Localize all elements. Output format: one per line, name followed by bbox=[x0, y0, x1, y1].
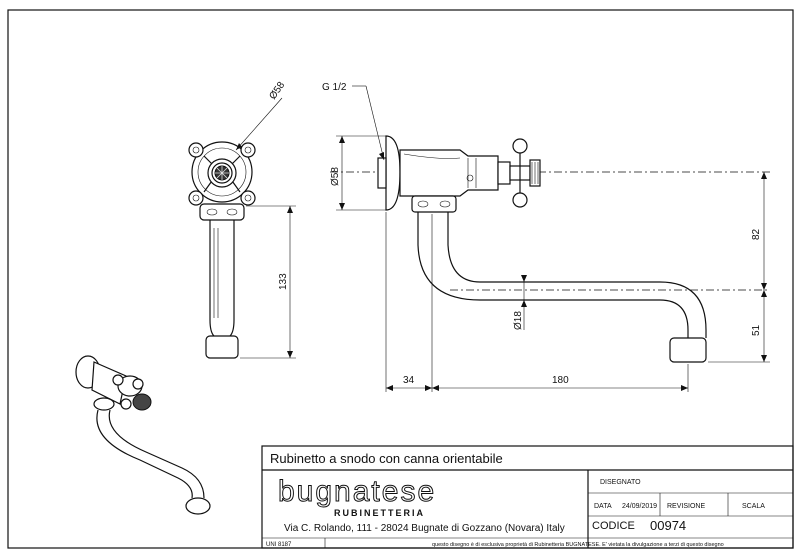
dim-front-diameter: Ø58 bbox=[267, 80, 287, 102]
brand-subtitle: RUBINETTERIA bbox=[334, 508, 425, 518]
dim-front-height: 133 bbox=[278, 273, 289, 290]
scala-label: SCALA bbox=[742, 503, 765, 510]
dim-thread: G 1/2 bbox=[322, 82, 347, 93]
dim-height-upper: 82 bbox=[751, 228, 762, 240]
drawing-title: Rubinetto a snodo con canna orientabile bbox=[270, 451, 503, 466]
codice-value: 00974 bbox=[650, 518, 686, 533]
front-view: Ø58 133 bbox=[188, 80, 296, 359]
dim-height-lower: 51 bbox=[751, 324, 762, 336]
sheet-border bbox=[7, 9, 794, 549]
isometric-view bbox=[75, 355, 211, 515]
dim-offset-left: 34 bbox=[403, 375, 415, 386]
revisione-label: REVISIONE bbox=[667, 503, 705, 510]
side-view: Ø18 G 1/2 Ø58 34 180 82 51 bbox=[322, 82, 770, 392]
data-value: 24/09/2019 bbox=[622, 503, 657, 510]
uni-label: UNI 8187 bbox=[266, 542, 292, 548]
data-label: DATA bbox=[594, 503, 612, 510]
brand-logo: bugnatese bbox=[278, 475, 436, 508]
title-block: Rubinetto a snodo con canna orientabile … bbox=[261, 445, 794, 549]
dim-spout-diameter: Ø18 bbox=[513, 311, 524, 330]
ownership-notice: questo disegno è di esclusiva proprietà … bbox=[432, 542, 724, 548]
dim-reach: 180 bbox=[552, 375, 569, 386]
disegnato-label: DISEGNATO bbox=[600, 479, 641, 486]
codice-label: CODICE bbox=[592, 520, 635, 532]
dim-side-diameter: Ø58 bbox=[330, 167, 341, 186]
company-address: Via C. Rolando, 111 - 28024 Bugnate di G… bbox=[284, 523, 565, 534]
